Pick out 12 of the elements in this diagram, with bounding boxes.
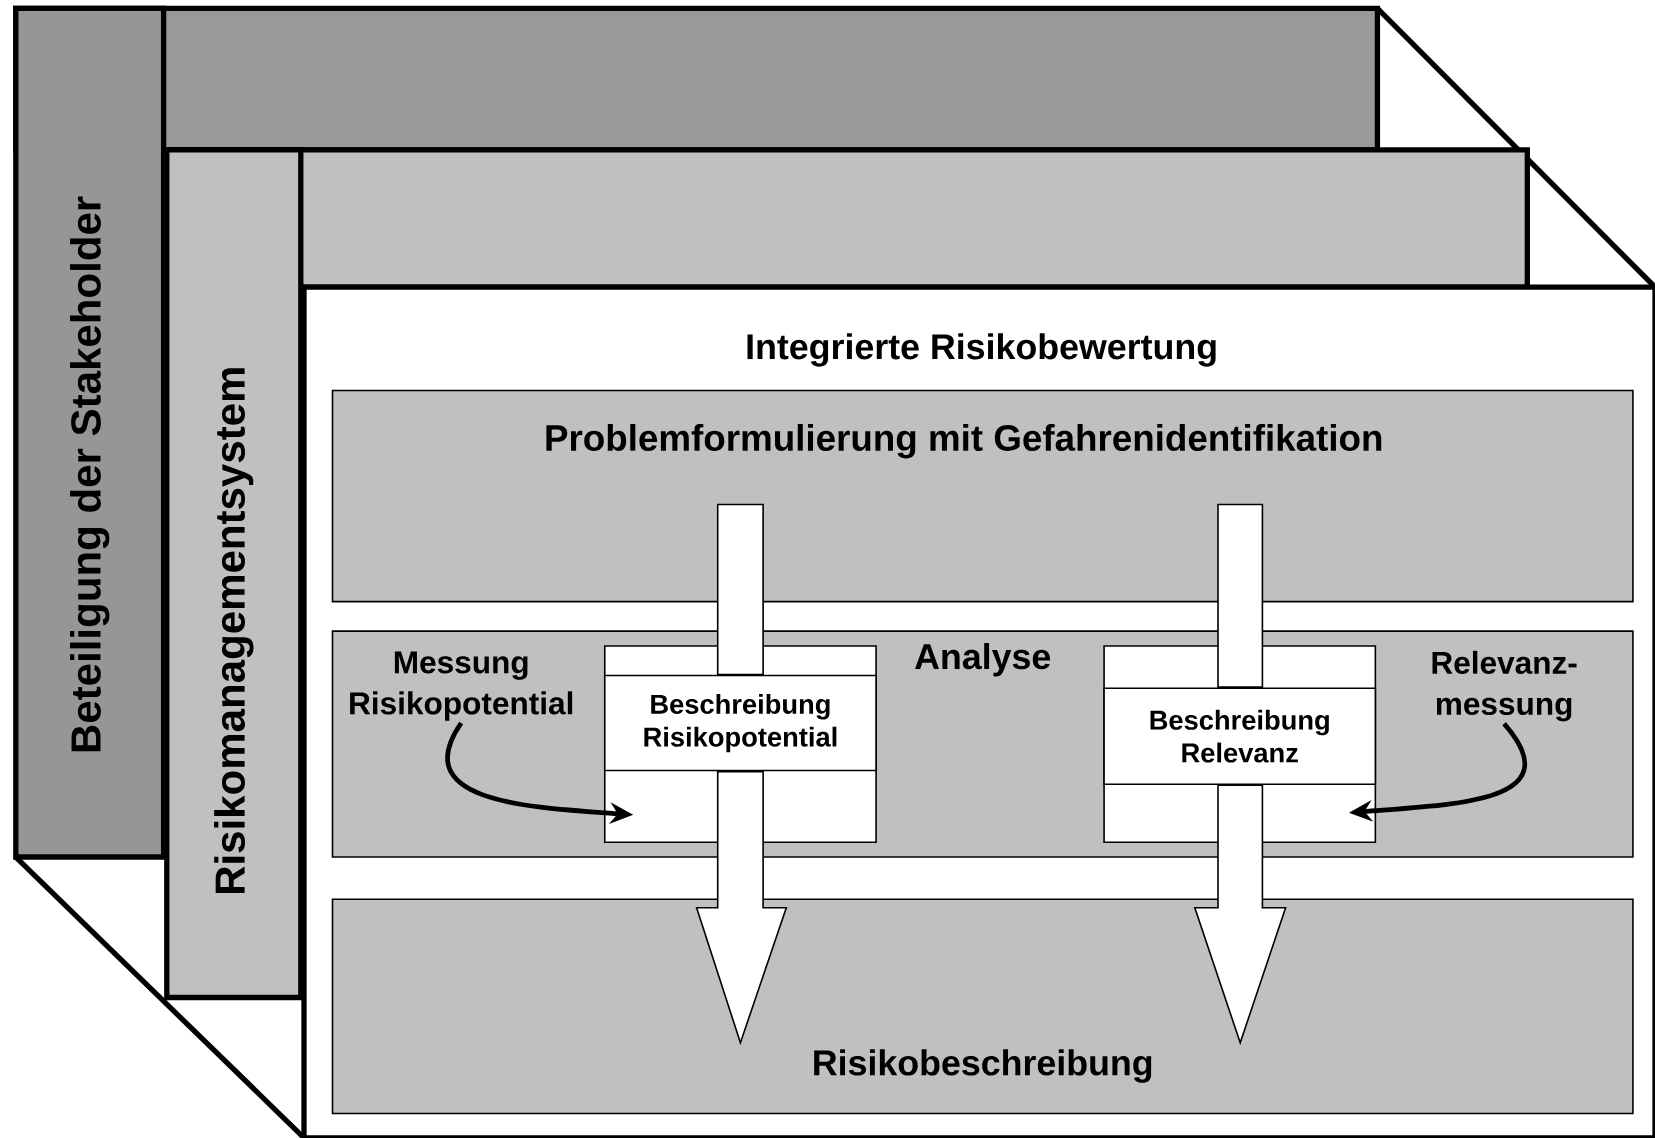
stage-band: Risikobeschreibung (331, 898, 1634, 1115)
measurement-label: Messung Risikopotential (350, 651, 573, 721)
side-panel: Beteiligung der Stakeholder (13, 5, 167, 860)
stage-band: Problemformulierung mit Gefahrenidentifikation (331, 389, 1634, 603)
measurement-label: Relevanz- messung (1432, 650, 1577, 722)
block-arrow (1193, 784, 1287, 1046)
description-box: Beschreibung Risikopotential (603, 645, 877, 844)
block-arrow (695, 770, 788, 1046)
side-panel: Risikomanagementsystem (164, 147, 304, 1001)
arrow-shaft (1217, 503, 1264, 688)
arrow-shaft (716, 503, 764, 676)
description-box: Beschreibung Relevanz (1103, 645, 1377, 844)
